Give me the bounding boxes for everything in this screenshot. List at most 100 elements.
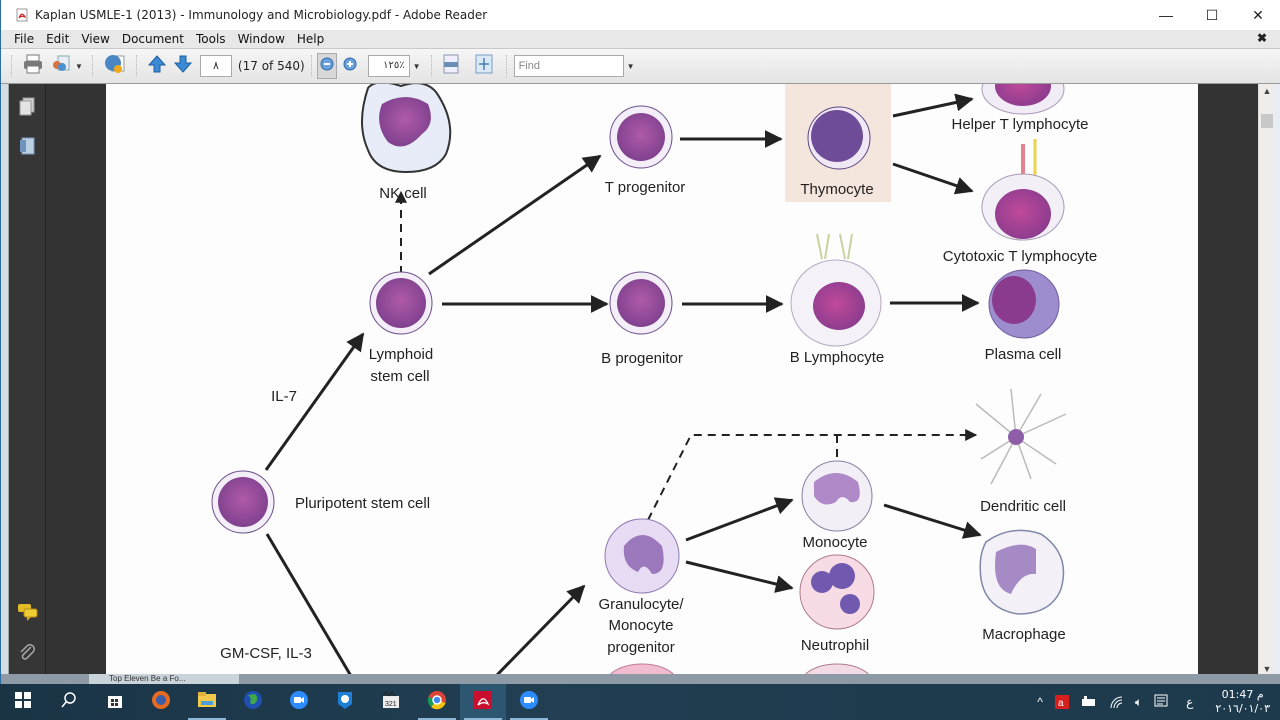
attachments-icon[interactable] — [17, 642, 37, 662]
label-monocyte: Monocyte — [802, 534, 867, 551]
background-window-strip: Top Eleven Be a Fo... — [1, 674, 1280, 684]
menu-tools[interactable]: Tools — [196, 32, 226, 46]
clock-time: 01:47 م — [1221, 688, 1264, 701]
label-lymphoid-line1: Lymphoid — [369, 346, 433, 363]
bottom-cell-partial — [608, 663, 871, 676]
pages-icon[interactable] — [17, 96, 37, 116]
print-button[interactable] — [22, 53, 44, 79]
label-t-progenitor: T progenitor — [605, 179, 686, 196]
input-language-indicator[interactable]: ع — [1186, 695, 1194, 709]
system-tray: ^ a 🔈︎ ع 01:47 م ٢٠١٦/٠١/٠٣ — [1031, 684, 1280, 720]
menu-document[interactable]: Document — [121, 32, 184, 46]
monocyte-cell — [801, 460, 873, 532]
clock[interactable]: 01:47 م ٢٠١٦/٠١/٠٣ — [1215, 688, 1270, 716]
zoom-app-icon-2 — [519, 690, 539, 715]
adobe-reader-icon — [473, 690, 493, 715]
media-player-icon: 321 — [381, 690, 401, 715]
toolbar-separator — [505, 55, 508, 77]
toolbar-separator — [91, 55, 94, 77]
hematopoiesis-diagram: NK cell T progenitor Thymocyte Helper T … — [211, 84, 1097, 676]
previous-page-button[interactable] — [147, 53, 167, 79]
background-window-tab[interactable]: Top Eleven Be a Fo... — [89, 674, 239, 684]
taskbar-zoom-2[interactable] — [506, 684, 552, 720]
chrome-icon — [427, 690, 447, 715]
label-b-progenitor: B progenitor — [601, 350, 683, 367]
power-icon[interactable] — [1081, 696, 1097, 708]
close-button[interactable]: ✕ — [1252, 6, 1264, 23]
fit-width-button[interactable] — [442, 53, 460, 79]
minimize-button[interactable]: — — [1159, 7, 1173, 23]
scroll-down-arrow[interactable]: ▼ — [1262, 664, 1272, 674]
window-title: Kaplan USMLE-1 (2013) - Immunology and M… — [35, 8, 488, 22]
label-thymocyte: Thymocyte — [800, 181, 873, 198]
label-helper-t: Helper T lymphocyte — [951, 116, 1088, 133]
show-hidden-icons-chevron[interactable]: ^ — [1037, 695, 1043, 709]
label-il7: IL-7 — [271, 388, 297, 405]
globe-icon — [243, 690, 263, 715]
taskbar-chrome[interactable] — [414, 684, 460, 720]
find-input[interactable]: Find — [513, 55, 624, 77]
collaborate-button[interactable] — [103, 53, 127, 79]
taskbar-adobe-reader[interactable] — [460, 684, 506, 720]
wifi-icon[interactable] — [1109, 695, 1123, 709]
neutrophil-cell — [799, 554, 875, 630]
toolbar-separator — [11, 55, 13, 77]
left-dock-edge — [1, 84, 9, 674]
next-page-icon — [173, 54, 193, 79]
volume-icon[interactable]: 🔈︎ — [1134, 694, 1143, 709]
zoom-level-input[interactable]: ١٢٥٪ — [367, 55, 410, 77]
svg-text:a: a — [1058, 698, 1064, 709]
arrow-gm-to-neutrophil — [685, 560, 794, 593]
label-gm-line1: Granulocyte/ — [598, 596, 684, 613]
start-button[interactable] — [0, 684, 46, 720]
bookmarks-icon[interactable] — [17, 136, 37, 156]
taskbar-globe[interactable] — [230, 684, 276, 720]
collaborate-icon — [103, 53, 127, 80]
taskbar-store[interactable] — [92, 684, 138, 720]
page-number-input[interactable]: ٨ — [199, 55, 232, 77]
label-macrophage: Macrophage — [982, 626, 1065, 643]
comments-icon[interactable] — [17, 602, 38, 622]
label-dendritic: Dendritic cell — [980, 498, 1066, 515]
find-options-dropdown[interactable]: ▼ — [626, 61, 635, 71]
label-b-lymphocyte: B Lymphocyte — [790, 349, 885, 366]
scrollbar-thumb[interactable] — [1261, 114, 1273, 128]
action-center-icon[interactable] — [1154, 694, 1168, 710]
zoom-in-button[interactable] — [343, 53, 357, 79]
taskbar-zoom[interactable] — [276, 684, 322, 720]
arrow-thymocyte-to-cytotoxic-t — [892, 162, 974, 195]
toolbar-separator — [135, 55, 138, 77]
vertical-scrollbar[interactable]: ▲ ▼ — [1258, 84, 1274, 676]
next-page-button[interactable] — [173, 53, 193, 79]
menu-file[interactable]: File — [14, 32, 35, 46]
arrow-pluripotent-to-lymphoid — [264, 332, 365, 471]
menu-view[interactable]: View — [81, 32, 110, 46]
arrow-pluripotent-to-myeloid — [265, 533, 353, 676]
taskbar-media-player[interactable]: 321 — [368, 684, 414, 720]
label-gm-line2: Monocyte — [608, 617, 673, 634]
menu-edit[interactable]: Edit — [46, 32, 70, 46]
dashed-arrows — [395, 190, 978, 521]
avira-icon[interactable]: a — [1054, 695, 1069, 709]
close-document-button[interactable]: ✖ — [1256, 31, 1267, 45]
taskbar-teamviewer[interactable] — [322, 684, 368, 720]
share-icon — [50, 54, 72, 79]
lymphoid-stem-cell — [369, 271, 433, 335]
zoom-dropdown-arrow[interactable]: ▼ — [412, 61, 421, 71]
fit-page-button[interactable] — [475, 53, 493, 79]
macrophage-cell — [979, 529, 1065, 615]
label-gm-line3: progenitor — [607, 639, 675, 656]
arrow-monocyte-to-macrophage — [883, 503, 982, 539]
document-viewport[interactable]: NK cell T progenitor Thymocyte Helper T … — [46, 84, 1258, 676]
search-button[interactable] — [46, 684, 92, 720]
menu-help[interactable]: Help — [296, 32, 325, 46]
maximize-button[interactable]: ☐ — [1205, 6, 1219, 23]
zoom-out-button[interactable] — [316, 53, 337, 79]
taskbar-firefox[interactable] — [138, 684, 184, 720]
scroll-up-arrow[interactable]: ▲ — [1262, 86, 1272, 96]
chevron-down-icon[interactable]: ▼ — [75, 61, 83, 71]
svg-text:321: 321 — [385, 701, 397, 708]
share-button[interactable]: ▼ — [50, 53, 83, 79]
menu-window[interactable]: Window — [237, 32, 285, 46]
taskbar-file-explorer[interactable] — [184, 684, 230, 720]
